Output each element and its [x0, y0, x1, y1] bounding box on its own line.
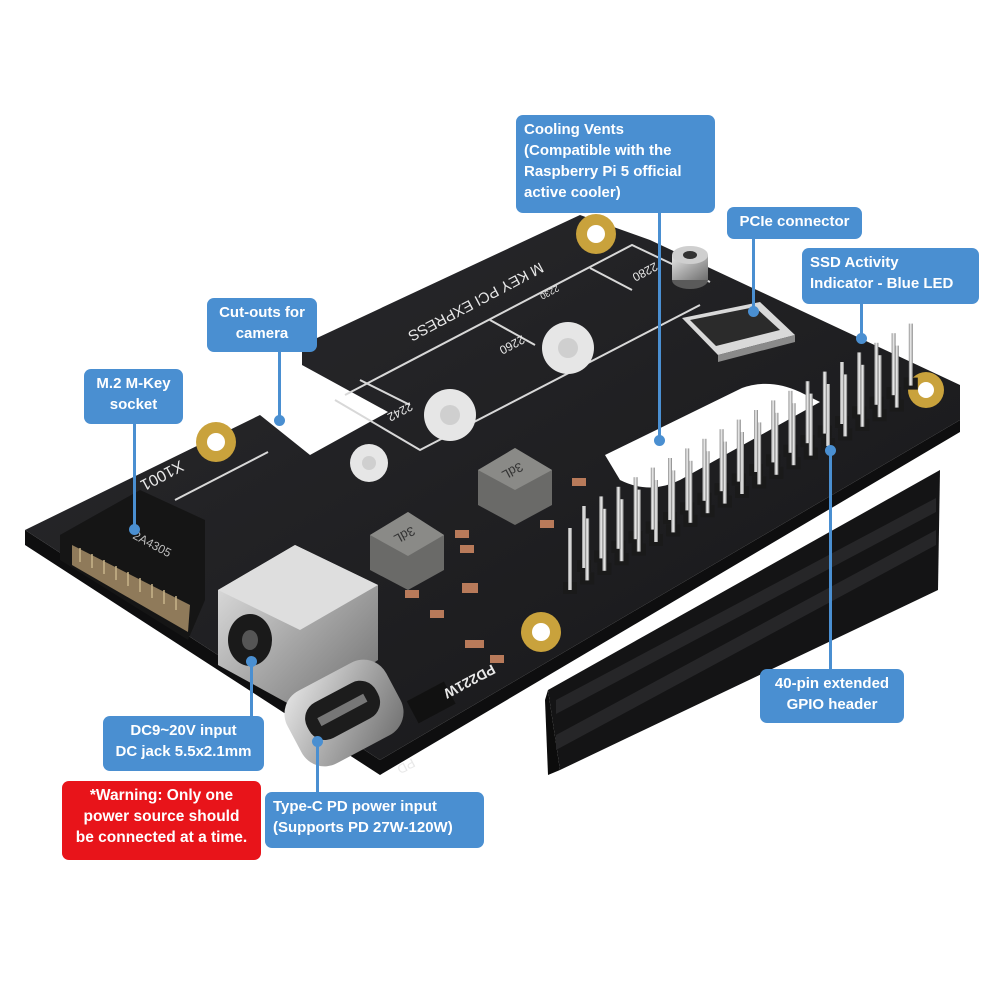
gpio-pin [754, 410, 758, 472]
callout-m2-socket: M.2 M-Key socket [84, 369, 183, 424]
silk-pd: PD [395, 755, 418, 777]
gpio-pin [891, 333, 896, 396]
gpio-pin [705, 451, 710, 514]
gpio-pin [791, 403, 796, 466]
dot-m2 [129, 524, 140, 535]
leader-gpio [829, 450, 832, 670]
gpio-pin [654, 480, 658, 542]
cooling-vent-cutout [605, 383, 820, 488]
silkscreen-lines [174, 243, 711, 501]
dot-pcie [748, 306, 759, 317]
brass-standoff [672, 246, 708, 289]
gpio-pin [650, 467, 655, 530]
gpio-pin [668, 458, 672, 520]
gpio-pin [602, 508, 607, 571]
gpio-pin [636, 489, 641, 552]
gpio-pin [702, 438, 707, 501]
ssd-standoff-pads [350, 322, 594, 482]
dot-led [856, 333, 867, 344]
callout-warning: *Warning: Only one power source should b… [62, 781, 261, 860]
leader-pcie [752, 238, 755, 310]
gpio-pin [599, 496, 604, 559]
inductors [370, 448, 552, 590]
dot-cooling [654, 435, 665, 446]
leader-led [860, 302, 863, 338]
callout-dc-input: DC9~20V input DC jack 5.5x2.1mm [103, 716, 264, 771]
gpio-pin [805, 381, 810, 444]
gpio-pins [563, 323, 918, 594]
gpio-pin [585, 518, 590, 581]
pcie-ffc-connector [682, 302, 795, 362]
dot-camera [274, 415, 285, 426]
gpio-pin [877, 355, 882, 418]
gpio-pin [688, 460, 693, 523]
callout-pcie-connector: PCIe connector [727, 207, 862, 239]
gpio-pin [568, 528, 572, 590]
gpio-pin [843, 374, 848, 437]
gpio-pin [616, 486, 621, 549]
callout-gpio-header: 40-pin extended GPIO header [760, 669, 904, 723]
gpio-pin [771, 400, 776, 463]
gpio-pin [685, 448, 690, 511]
gpio-header-block [545, 470, 940, 775]
callout-typec-input: Type-C PD power input (Supports PD 27W-1… [265, 792, 484, 848]
leader-m2 [133, 424, 136, 529]
gpio-pin [619, 499, 624, 562]
dot-dc [246, 656, 257, 667]
m2-socket [60, 490, 205, 640]
gpio-pin [857, 352, 862, 415]
dot-gpio [825, 445, 836, 456]
gpio-pin [808, 393, 813, 456]
gpio-pin [722, 441, 727, 504]
callout-cooling-vents: Cooling Vents (Compatible with the Raspb… [516, 115, 715, 213]
leader-dc [250, 660, 253, 716]
gpio-pin [894, 345, 899, 408]
gpio-pin [671, 470, 676, 533]
gpio-pin [788, 390, 793, 453]
gpio-pin [908, 323, 913, 386]
gpio-pin [840, 362, 844, 424]
gpio-pin [874, 342, 879, 405]
gpio-pin [736, 419, 741, 482]
gpio-pin [757, 422, 762, 485]
leader-cooling [658, 212, 661, 440]
gpio-pin [582, 506, 586, 568]
gpio-pin [860, 364, 865, 427]
leader-camera [278, 350, 281, 420]
pd-controller-chip [406, 681, 456, 724]
gpio-pin [822, 371, 827, 434]
callout-ssd-led: SSD Activity Indicator - Blue LED [802, 248, 979, 304]
dot-typec [312, 736, 323, 747]
gpio-pin [826, 384, 830, 446]
smd-components [405, 478, 586, 663]
gpio-pin [633, 477, 638, 540]
gpio-pin [774, 412, 779, 475]
callout-camera-cutouts: Cut-outs for camera [207, 298, 317, 352]
dc-jack [218, 545, 378, 710]
gpio-pin [719, 429, 724, 492]
gpio-pin [740, 432, 744, 494]
leader-typec [316, 740, 319, 792]
